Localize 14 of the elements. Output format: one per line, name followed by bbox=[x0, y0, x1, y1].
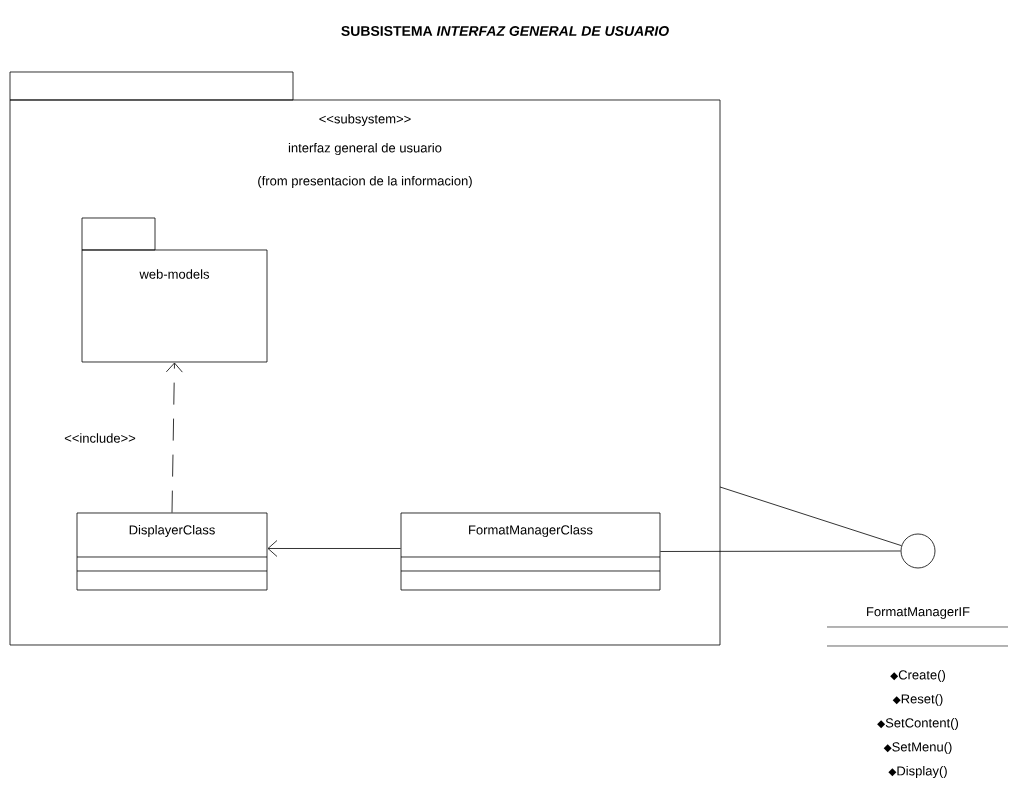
interface-name: FormatManagerIF bbox=[867, 607, 970, 619]
operation-label: SetContent() bbox=[877, 717, 959, 731]
interface-circle bbox=[900, 533, 936, 569]
edge-label: <<include>> bbox=[63, 432, 137, 444]
class-box: DisplayerClass bbox=[76, 512, 268, 591]
operation-label: Display() bbox=[888, 765, 947, 779]
arrow bbox=[267, 540, 401, 557]
operation-label: SetMenu() bbox=[883, 741, 952, 755]
title: SUBSISTEMA INTERFAZ GENERAL DE USUARIO bbox=[341, 26, 669, 36]
package-box: web-models bbox=[81, 217, 268, 363]
arrow bbox=[165, 362, 183, 513]
operation-label: Create() bbox=[890, 669, 946, 683]
operation-label: Reset() bbox=[892, 693, 943, 707]
class-box: FormatManagerClass bbox=[400, 512, 661, 591]
